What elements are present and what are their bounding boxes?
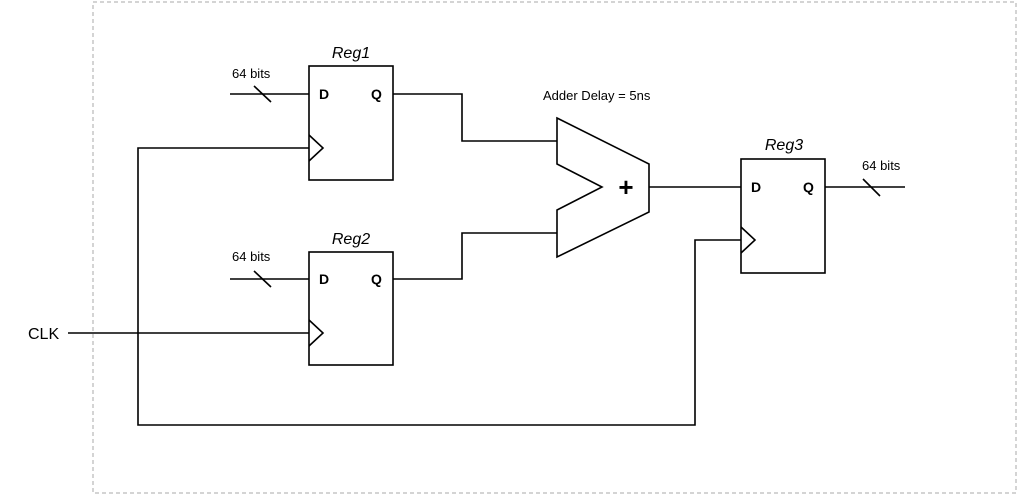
reg1-d-pin: D xyxy=(319,86,329,102)
reg2-clock-triangle xyxy=(308,319,325,347)
reg2-width-label: 64 bits xyxy=(232,249,271,264)
reg1-box xyxy=(308,65,394,181)
adder-delay-label: Adder Delay = 5ns xyxy=(543,88,651,103)
reg3-clock-triangle xyxy=(740,226,757,254)
reg2-d-pin: D xyxy=(319,271,329,287)
reg3-box xyxy=(740,158,826,274)
reg2-box xyxy=(308,251,394,366)
clk-label: CLK xyxy=(28,326,59,343)
adder-plus-symbol: + xyxy=(618,172,633,202)
reg3-q-pin: Q xyxy=(803,179,814,195)
reg2-bus-slash xyxy=(253,270,272,288)
reg1-q-pin: Q xyxy=(371,86,382,102)
reg3-width-label: 64 bits xyxy=(862,158,901,173)
reg3-label: Reg3 xyxy=(765,137,803,154)
adder xyxy=(556,116,650,259)
reg2-label: Reg2 xyxy=(332,231,370,248)
reg1-width-label: 64 bits xyxy=(232,66,271,81)
reg3-bus-slash xyxy=(862,178,881,197)
reg2-q-wire xyxy=(393,232,557,280)
reg3-d-pin: D xyxy=(751,179,761,195)
clk-distribution-wire xyxy=(137,147,741,426)
reg2-q-pin: Q xyxy=(371,271,382,287)
reg1-clock-triangle xyxy=(308,134,325,162)
reg1-q-wire xyxy=(393,93,557,142)
reg1-label: Reg1 xyxy=(332,45,370,62)
reg1-bus-slash xyxy=(253,85,272,103)
